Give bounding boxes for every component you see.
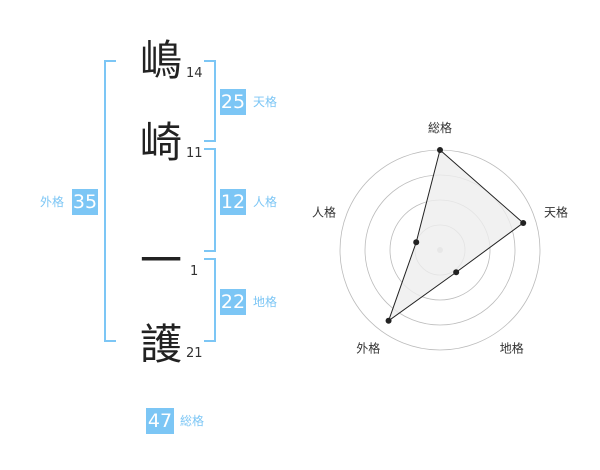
soukaku-badge: 47 xyxy=(146,408,174,434)
radar-axis-label: 総格 xyxy=(428,120,452,135)
name-char-1: 嶋 xyxy=(140,36,183,85)
jinkaku-badge: 12 xyxy=(220,189,246,215)
jinkaku-label: 人格 xyxy=(253,195,278,209)
radar-point xyxy=(413,239,420,246)
radar-ring xyxy=(414,224,466,276)
name-char-3: 一 xyxy=(140,236,183,285)
radar-point xyxy=(385,317,392,324)
radar-ring xyxy=(389,199,491,301)
stroke-count-4: 21 xyxy=(186,346,203,361)
radar-axis-label: 外格 xyxy=(356,341,380,356)
radar-ring xyxy=(339,149,541,351)
tenkaku-badge: 25 xyxy=(220,89,246,115)
gaikaku-bracket xyxy=(104,60,116,342)
chikaku-badge: 22 xyxy=(220,289,246,315)
stroke-count-3: 1 xyxy=(190,264,199,279)
chikaku-label: 地格 xyxy=(253,295,278,309)
stroke-count-2: 11 xyxy=(186,146,203,161)
radar-point xyxy=(437,147,443,153)
radar-grid xyxy=(339,149,541,351)
soukaku-label: 総格 xyxy=(180,414,205,428)
stroke-count-1: 14 xyxy=(186,66,203,81)
chikaku-bracket xyxy=(204,258,216,342)
tenkaku-bracket xyxy=(204,60,216,142)
radar-axis-label: 地格 xyxy=(500,341,524,356)
jinkaku-bracket xyxy=(204,148,216,252)
radar-points xyxy=(385,147,527,324)
radar-ring xyxy=(364,174,516,326)
radar-axis-label: 天格 xyxy=(544,204,568,219)
radar-point xyxy=(453,269,460,276)
radar-area xyxy=(387,149,525,323)
name-char-2: 崎 xyxy=(140,118,183,167)
radar-point xyxy=(520,219,527,226)
radar-center xyxy=(437,247,443,253)
gaikaku-badge: 35 xyxy=(72,189,98,215)
gaikaku-label: 外格 xyxy=(40,195,65,209)
radar-axis-label: 人格 xyxy=(312,204,336,219)
tenkaku-label: 天格 xyxy=(253,95,278,109)
name-char-4: 護 xyxy=(140,320,183,369)
